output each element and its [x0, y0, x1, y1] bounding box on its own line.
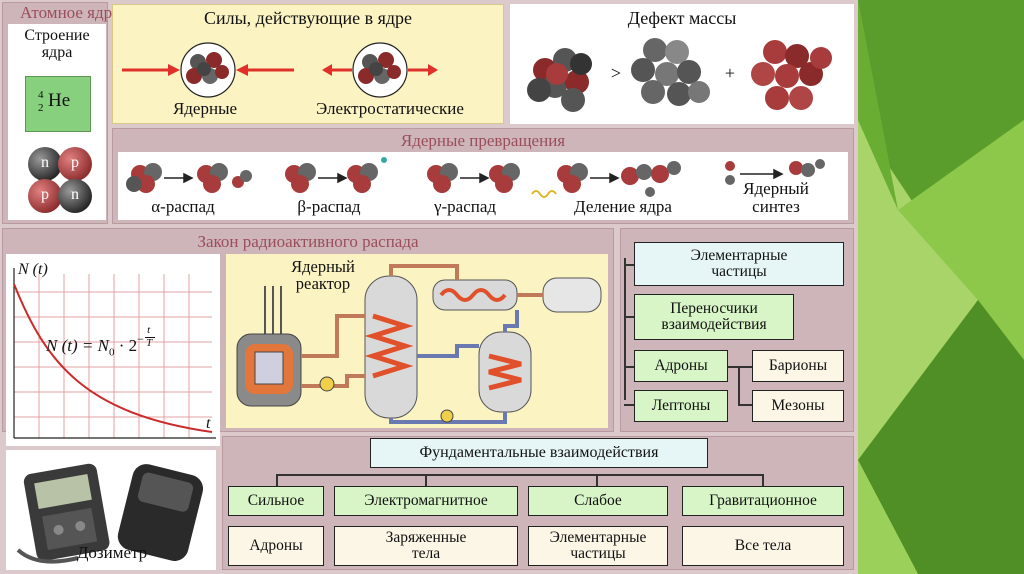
proton-ball [58, 147, 92, 181]
helium-charge-number: 2 [38, 101, 44, 114]
strong-interaction-box: Сильное [228, 486, 324, 516]
tree-line [738, 404, 752, 406]
tree-line [425, 474, 427, 486]
decay-formula: N (t) = N0 · 2 − t T [46, 324, 163, 358]
fission-label: Деление ядра [574, 197, 672, 216]
tree-line [596, 474, 598, 486]
tree-line [624, 404, 634, 406]
transformations-image [126, 157, 825, 198]
forces-panel [112, 4, 504, 124]
tree-line [276, 474, 278, 486]
tree-line [738, 366, 740, 406]
nucleus-section-title: Атомное ядро [20, 3, 121, 22]
gravitational-objects-box: Все тела [682, 526, 844, 566]
decay-graph [13, 268, 216, 439]
weak-interaction-box: Слабое [528, 486, 668, 516]
decay-graph-panel [6, 254, 220, 446]
fundamental-interactions-box: Фундаментальные взаимодействия [370, 438, 708, 468]
tree-line [276, 474, 764, 476]
electrostatic-force-image [322, 42, 438, 98]
dosimeter-label: Дозиметр [76, 543, 148, 562]
mass-defect-image [527, 38, 832, 112]
neutron-label: n [71, 186, 79, 203]
helium-nucleus-image [28, 147, 92, 213]
leptons-box: Лептоны [634, 390, 728, 422]
reactor-image [236, 264, 602, 424]
neutron-label: n [41, 154, 49, 171]
helium-card [25, 76, 91, 132]
tree-line [624, 264, 634, 266]
tree-line [738, 366, 752, 368]
neutron-ball [58, 179, 92, 213]
nuclear-force-image [122, 42, 294, 98]
mass-defect-title: Дефект массы [627, 8, 737, 28]
nuclear-force-label: Ядерные [172, 99, 238, 118]
gravitational-interaction-box: Гравитационное [682, 486, 844, 516]
hadrons-box: Адроны [634, 350, 728, 382]
mass-defect-greater-sign: > [610, 63, 622, 83]
neutron-ball [28, 147, 62, 181]
nucleus-structure-label: Строение ядра [24, 27, 90, 61]
fusion-label: Ядерный синтез [743, 179, 809, 216]
slide: Атомное ядро Строение ядра 4 2 He n p p … [0, 0, 858, 574]
gamma-decay-label: γ-распад [433, 197, 497, 216]
helium-mass-number: 4 [38, 88, 44, 101]
tree-line [624, 316, 634, 318]
proton-label: p [41, 186, 49, 203]
helium-symbol: He [48, 90, 71, 111]
helium-notation: 4 2 He [38, 88, 71, 114]
tree-line [728, 366, 740, 368]
alpha-decay-label: α-распад [151, 197, 215, 216]
transformations-title: Ядерные превращения [400, 131, 566, 150]
baryons-box: Барионы [752, 350, 844, 382]
proton-label: p [71, 154, 79, 171]
decay-t-axis-label: t [206, 415, 211, 432]
decay-n-axis-label: N (t) [18, 261, 48, 278]
decorative-side-panel [858, 0, 1024, 574]
mesons-box: Мезоны [752, 390, 844, 422]
decay-law-title: Закон радиоактивного распада [197, 232, 419, 251]
decorative-green-shapes [858, 0, 1024, 574]
dosimeter-image [16, 463, 204, 564]
reactor-label: Ядерный реактор [291, 257, 355, 294]
strong-objects-box: Адроны [228, 526, 324, 566]
mass-defect-plus-sign: + [724, 63, 736, 83]
proton-ball [28, 179, 62, 213]
em-interaction-box: Электромагнитное [334, 486, 518, 516]
forces-title: Силы, действующие в ядре [203, 8, 413, 28]
tree-line [624, 366, 634, 368]
electrostatic-force-label: Электростатические [316, 99, 464, 118]
tree-line [624, 258, 626, 400]
beta-decay-label: β-распад [297, 197, 361, 216]
tree-line [762, 474, 764, 486]
